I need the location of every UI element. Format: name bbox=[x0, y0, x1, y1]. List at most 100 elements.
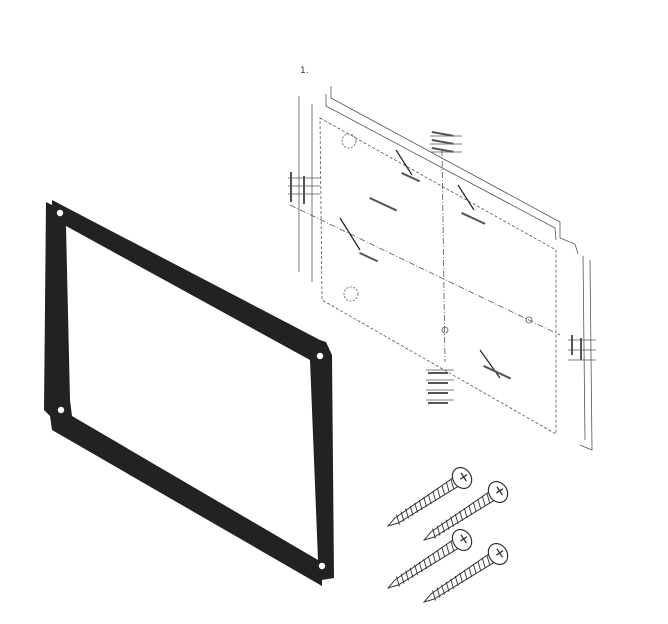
screw-thread bbox=[423, 496, 428, 508]
template-hole-bottom-left bbox=[343, 286, 359, 302]
template-label-stub bbox=[483, 365, 512, 380]
gasket-hole-top-right bbox=[316, 352, 324, 360]
gasket-hole-bottom-left bbox=[57, 406, 65, 414]
screw-thread bbox=[445, 519, 450, 530]
template-leader bbox=[395, 149, 413, 176]
template-label-stub bbox=[571, 335, 573, 355]
template-label-stub bbox=[428, 382, 448, 384]
screw-thread bbox=[441, 485, 446, 496]
screw-thread bbox=[454, 513, 459, 524]
template-outer-right-2 bbox=[582, 255, 586, 441]
screw-thread bbox=[432, 552, 437, 564]
gasket bbox=[44, 200, 334, 586]
screw-thread bbox=[454, 575, 459, 586]
template-label-stub bbox=[431, 131, 454, 137]
template-label-stub bbox=[303, 176, 305, 204]
template-axis-vertical bbox=[441, 149, 446, 363]
screw bbox=[422, 480, 509, 541]
screws bbox=[386, 466, 509, 603]
screw-thread bbox=[472, 563, 477, 575]
gasket-notch bbox=[47, 290, 51, 300]
screw-thread bbox=[436, 587, 441, 598]
screw-thread bbox=[486, 493, 491, 504]
screw-thread bbox=[436, 525, 441, 536]
screw bbox=[386, 528, 473, 589]
template-right-mark bbox=[525, 316, 533, 324]
template-label-stub bbox=[369, 197, 398, 212]
template-leader bbox=[339, 217, 361, 251]
screw-thread bbox=[441, 522, 445, 533]
template-leader bbox=[457, 184, 475, 211]
screw-thread bbox=[441, 584, 445, 595]
template-inner-rect bbox=[319, 117, 557, 435]
template-leader bbox=[479, 349, 501, 379]
template-label-stub bbox=[359, 251, 379, 263]
template-label-stub bbox=[290, 172, 292, 202]
template-outer-top bbox=[330, 86, 579, 255]
screw-cross bbox=[459, 474, 468, 480]
screw-thread bbox=[450, 578, 455, 589]
screw-thread bbox=[432, 490, 437, 502]
screw bbox=[386, 466, 473, 527]
screw-thread bbox=[432, 528, 436, 539]
screw-thread bbox=[436, 549, 441, 561]
template-label-stub bbox=[461, 212, 486, 225]
template-axis-horizontal bbox=[289, 204, 561, 336]
screw-thread bbox=[409, 505, 414, 516]
screw-thread bbox=[481, 558, 486, 569]
screw-thread bbox=[418, 561, 423, 572]
screw-thread bbox=[450, 516, 455, 527]
screw-cross bbox=[495, 488, 504, 494]
template-label-stub bbox=[428, 392, 448, 394]
screw-thread bbox=[459, 510, 464, 522]
template-label-stub bbox=[428, 402, 448, 404]
screw-thread bbox=[414, 502, 419, 513]
screw-thread bbox=[450, 541, 455, 552]
screw-thread bbox=[472, 501, 477, 513]
screw-thread bbox=[400, 511, 405, 522]
screw-thread bbox=[414, 564, 419, 575]
gasket-hole-bottom-right bbox=[318, 562, 326, 570]
template-label-stub bbox=[428, 372, 448, 374]
screw-thread bbox=[396, 514, 400, 525]
screw-thread bbox=[396, 576, 400, 587]
screw-thread bbox=[427, 493, 432, 505]
screw-thread bbox=[450, 479, 455, 490]
screw-cross bbox=[459, 536, 468, 542]
template-label-stub bbox=[401, 172, 421, 183]
gasket-window bbox=[68, 228, 316, 556]
template-outer-right bbox=[579, 259, 593, 451]
screw-thread bbox=[400, 573, 405, 584]
screw-thread bbox=[427, 555, 432, 567]
screw-thread bbox=[486, 555, 491, 566]
screw-thread bbox=[436, 487, 441, 499]
screw-thread bbox=[468, 566, 473, 578]
screw-thread bbox=[409, 567, 414, 578]
screw-thread bbox=[477, 499, 482, 510]
gasket-hole-top-left bbox=[56, 209, 64, 217]
screw-thread bbox=[477, 561, 482, 572]
template-marker: 1. bbox=[300, 66, 309, 76]
screw bbox=[422, 542, 509, 603]
screw-thread bbox=[463, 569, 468, 581]
template-hole-top-left bbox=[341, 133, 357, 149]
gasket-body bbox=[44, 200, 334, 586]
template-center-mark bbox=[441, 326, 449, 334]
screw-thread bbox=[463, 507, 468, 519]
screw-thread bbox=[445, 581, 450, 592]
template-outer-top-2 bbox=[325, 94, 557, 241]
screw-thread bbox=[441, 547, 446, 558]
template-label-stub bbox=[580, 338, 582, 360]
screw-thread bbox=[405, 570, 409, 581]
screw-cross bbox=[495, 550, 504, 556]
screw-thread bbox=[468, 504, 473, 516]
screw-thread bbox=[418, 499, 423, 510]
template-label-stub bbox=[431, 139, 454, 145]
screw-thread bbox=[405, 508, 409, 519]
screw-thread bbox=[445, 482, 450, 493]
screw-thread bbox=[481, 496, 486, 507]
screw-thread bbox=[432, 590, 436, 601]
gasket-notch bbox=[325, 450, 329, 460]
screw-thread bbox=[459, 572, 464, 584]
